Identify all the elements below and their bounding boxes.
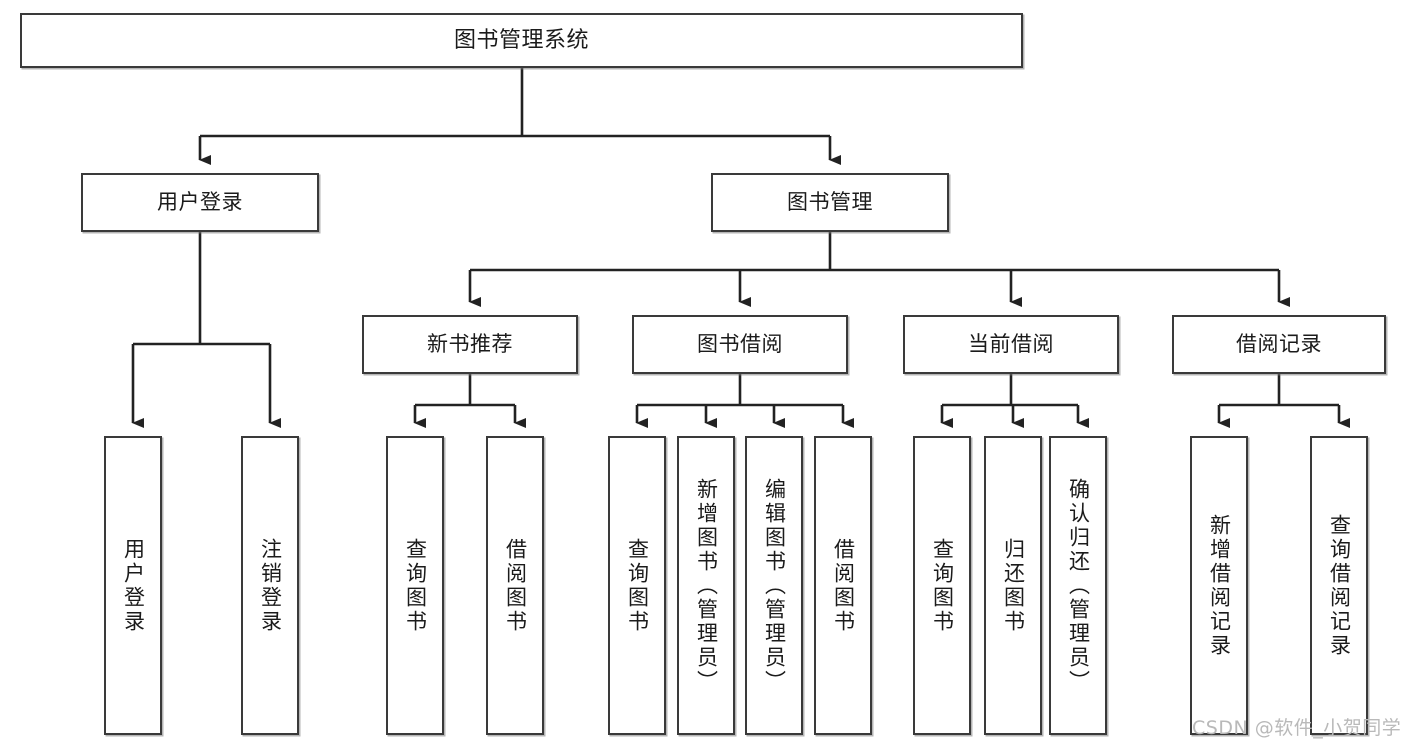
node-label: 确认归还（管理员）	[1066, 477, 1091, 694]
node-label: 注销登录	[258, 537, 283, 634]
leaf-query-book-new[interactable]: 查询图书	[386, 436, 444, 735]
node-label: 图书管理系统	[453, 27, 589, 53]
leaf-query-borrow-record[interactable]: 查询借阅记录	[1310, 436, 1368, 735]
node-label: 查询图书	[625, 537, 650, 634]
leaf-query-book-borrow[interactable]: 查询图书	[608, 436, 666, 735]
node-new-book-recommend[interactable]: 新书推荐	[362, 315, 578, 374]
node-label: 借阅图书	[503, 537, 528, 634]
node-root-book-management-system[interactable]: 图书管理系统	[20, 13, 1023, 68]
node-label: 查询图书	[930, 537, 955, 634]
leaf-query-book-current[interactable]: 查询图书	[913, 436, 971, 735]
node-label: 图书借阅	[697, 332, 783, 357]
leaf-edit-book-admin[interactable]: 编辑图书（管理员）	[745, 436, 803, 735]
leaf-logout-login[interactable]: 注销登录	[241, 436, 299, 735]
node-label: 编辑图书（管理员）	[762, 477, 787, 694]
node-label: 当前借阅	[968, 332, 1054, 357]
node-label: 用户登录	[121, 537, 146, 634]
node-current-borrow[interactable]: 当前借阅	[903, 315, 1119, 374]
leaf-add-borrow-record[interactable]: 新增借阅记录	[1190, 436, 1248, 735]
node-label: 查询图书	[403, 537, 428, 634]
node-book-management[interactable]: 图书管理	[711, 173, 949, 232]
leaf-borrow-book-new[interactable]: 借阅图书	[486, 436, 544, 735]
node-label: 新增借阅记录	[1207, 513, 1232, 658]
leaf-return-book[interactable]: 归还图书	[984, 436, 1042, 735]
node-borrow-record[interactable]: 借阅记录	[1172, 315, 1386, 374]
node-label: 借阅图书	[831, 537, 856, 634]
leaf-user-login[interactable]: 用户登录	[104, 436, 162, 735]
node-label: 图书管理	[787, 190, 873, 215]
node-book-borrow[interactable]: 图书借阅	[632, 315, 848, 374]
leaf-add-book-admin[interactable]: 新增图书（管理员）	[677, 436, 735, 735]
node-label: 查询借阅记录	[1327, 513, 1352, 658]
node-user-login[interactable]: 用户登录	[81, 173, 319, 232]
node-label: 归还图书	[1001, 537, 1026, 634]
node-label: 新书推荐	[427, 332, 513, 357]
node-label: 借阅记录	[1236, 332, 1322, 357]
node-label: 用户登录	[157, 190, 243, 215]
leaf-confirm-return-admin[interactable]: 确认归还（管理员）	[1049, 436, 1107, 735]
node-label: 新增图书（管理员）	[694, 477, 719, 694]
leaf-borrow-book[interactable]: 借阅图书	[814, 436, 872, 735]
